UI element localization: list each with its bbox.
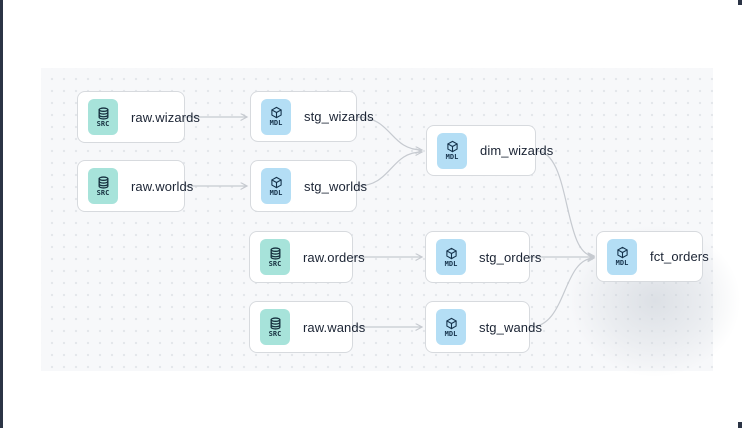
node-label: raw.wands: [303, 319, 366, 335]
model-badge: MDL: [437, 132, 467, 169]
node-dim-wizards[interactable]: MDL dim_wizards: [426, 125, 553, 176]
cube-icon: [616, 246, 629, 259]
node-label: stg_worlds: [304, 178, 368, 194]
node-raw-wands[interactable]: SRC raw.wands: [249, 301, 365, 353]
top-right-corner-mark: [738, 0, 742, 5]
badge-label: SRC: [96, 119, 110, 128]
database-icon: [269, 316, 282, 330]
node-stg-wands[interactable]: MDL stg_wands: [425, 301, 542, 353]
database-icon: [269, 246, 282, 260]
badge-label: MDL: [615, 259, 629, 267]
node-stg-wizards[interactable]: MDL stg_wizards: [250, 91, 374, 142]
node-raw-wizards[interactable]: SRC raw.wizards: [77, 91, 200, 143]
edge-dim-wizards-to-fct-orders: [535, 150, 594, 256]
left-edge-strip: [0, 0, 3, 428]
database-icon: [97, 175, 110, 189]
node-label: stg_wizards: [304, 109, 374, 124]
source-badge: SRC: [88, 168, 118, 204]
edge-stg-worlds-to-dim-wizards: [356, 152, 422, 187]
node-stg-orders[interactable]: MDL stg_orders: [425, 231, 541, 283]
cube-icon: [446, 140, 459, 153]
model-badge: MDL: [436, 309, 466, 345]
cube-icon: [270, 106, 283, 119]
cube-icon: [445, 247, 458, 260]
badge-label: MDL: [444, 259, 458, 268]
source-badge: SRC: [88, 99, 118, 135]
bottom-right-corner-mark: [738, 422, 742, 428]
badge-label: SRC: [268, 329, 282, 338]
node-label: stg_orders: [479, 249, 542, 265]
badge-label: MDL: [444, 329, 458, 338]
model-badge: MDL: [261, 98, 291, 135]
badge-label: SRC: [96, 188, 110, 197]
node-raw-orders[interactable]: SRC raw.orders: [249, 231, 365, 283]
node-label: dim_wizards: [480, 143, 554, 158]
node-label: raw.worlds: [131, 178, 194, 194]
node-label: stg_wands: [479, 319, 543, 335]
source-badge: SRC: [260, 239, 290, 275]
model-badge: MDL: [436, 239, 466, 275]
source-badge: SRC: [260, 309, 290, 345]
badge-label: MDL: [269, 188, 283, 197]
badge-label: MDL: [269, 119, 283, 127]
cube-icon: [270, 176, 283, 189]
model-badge: MDL: [607, 238, 637, 275]
cube-icon: [445, 317, 458, 330]
edge-stg-wizards-to-dim-wizards: [356, 116, 422, 150]
edge-stg-wands-to-fct-orders: [529, 258, 594, 328]
node-stg-worlds[interactable]: MDL stg_worlds: [250, 160, 367, 212]
node-label: raw.orders: [303, 249, 365, 265]
node-raw-worlds[interactable]: SRC raw.worlds: [77, 160, 193, 212]
database-icon: [97, 106, 110, 120]
badge-label: MDL: [445, 153, 459, 161]
badge-label: SRC: [268, 259, 282, 268]
model-badge: MDL: [261, 168, 291, 204]
node-fct-orders[interactable]: MDL fct_orders: [596, 231, 709, 282]
node-label: fct_orders: [650, 249, 709, 264]
node-label: raw.wizards: [131, 109, 201, 125]
